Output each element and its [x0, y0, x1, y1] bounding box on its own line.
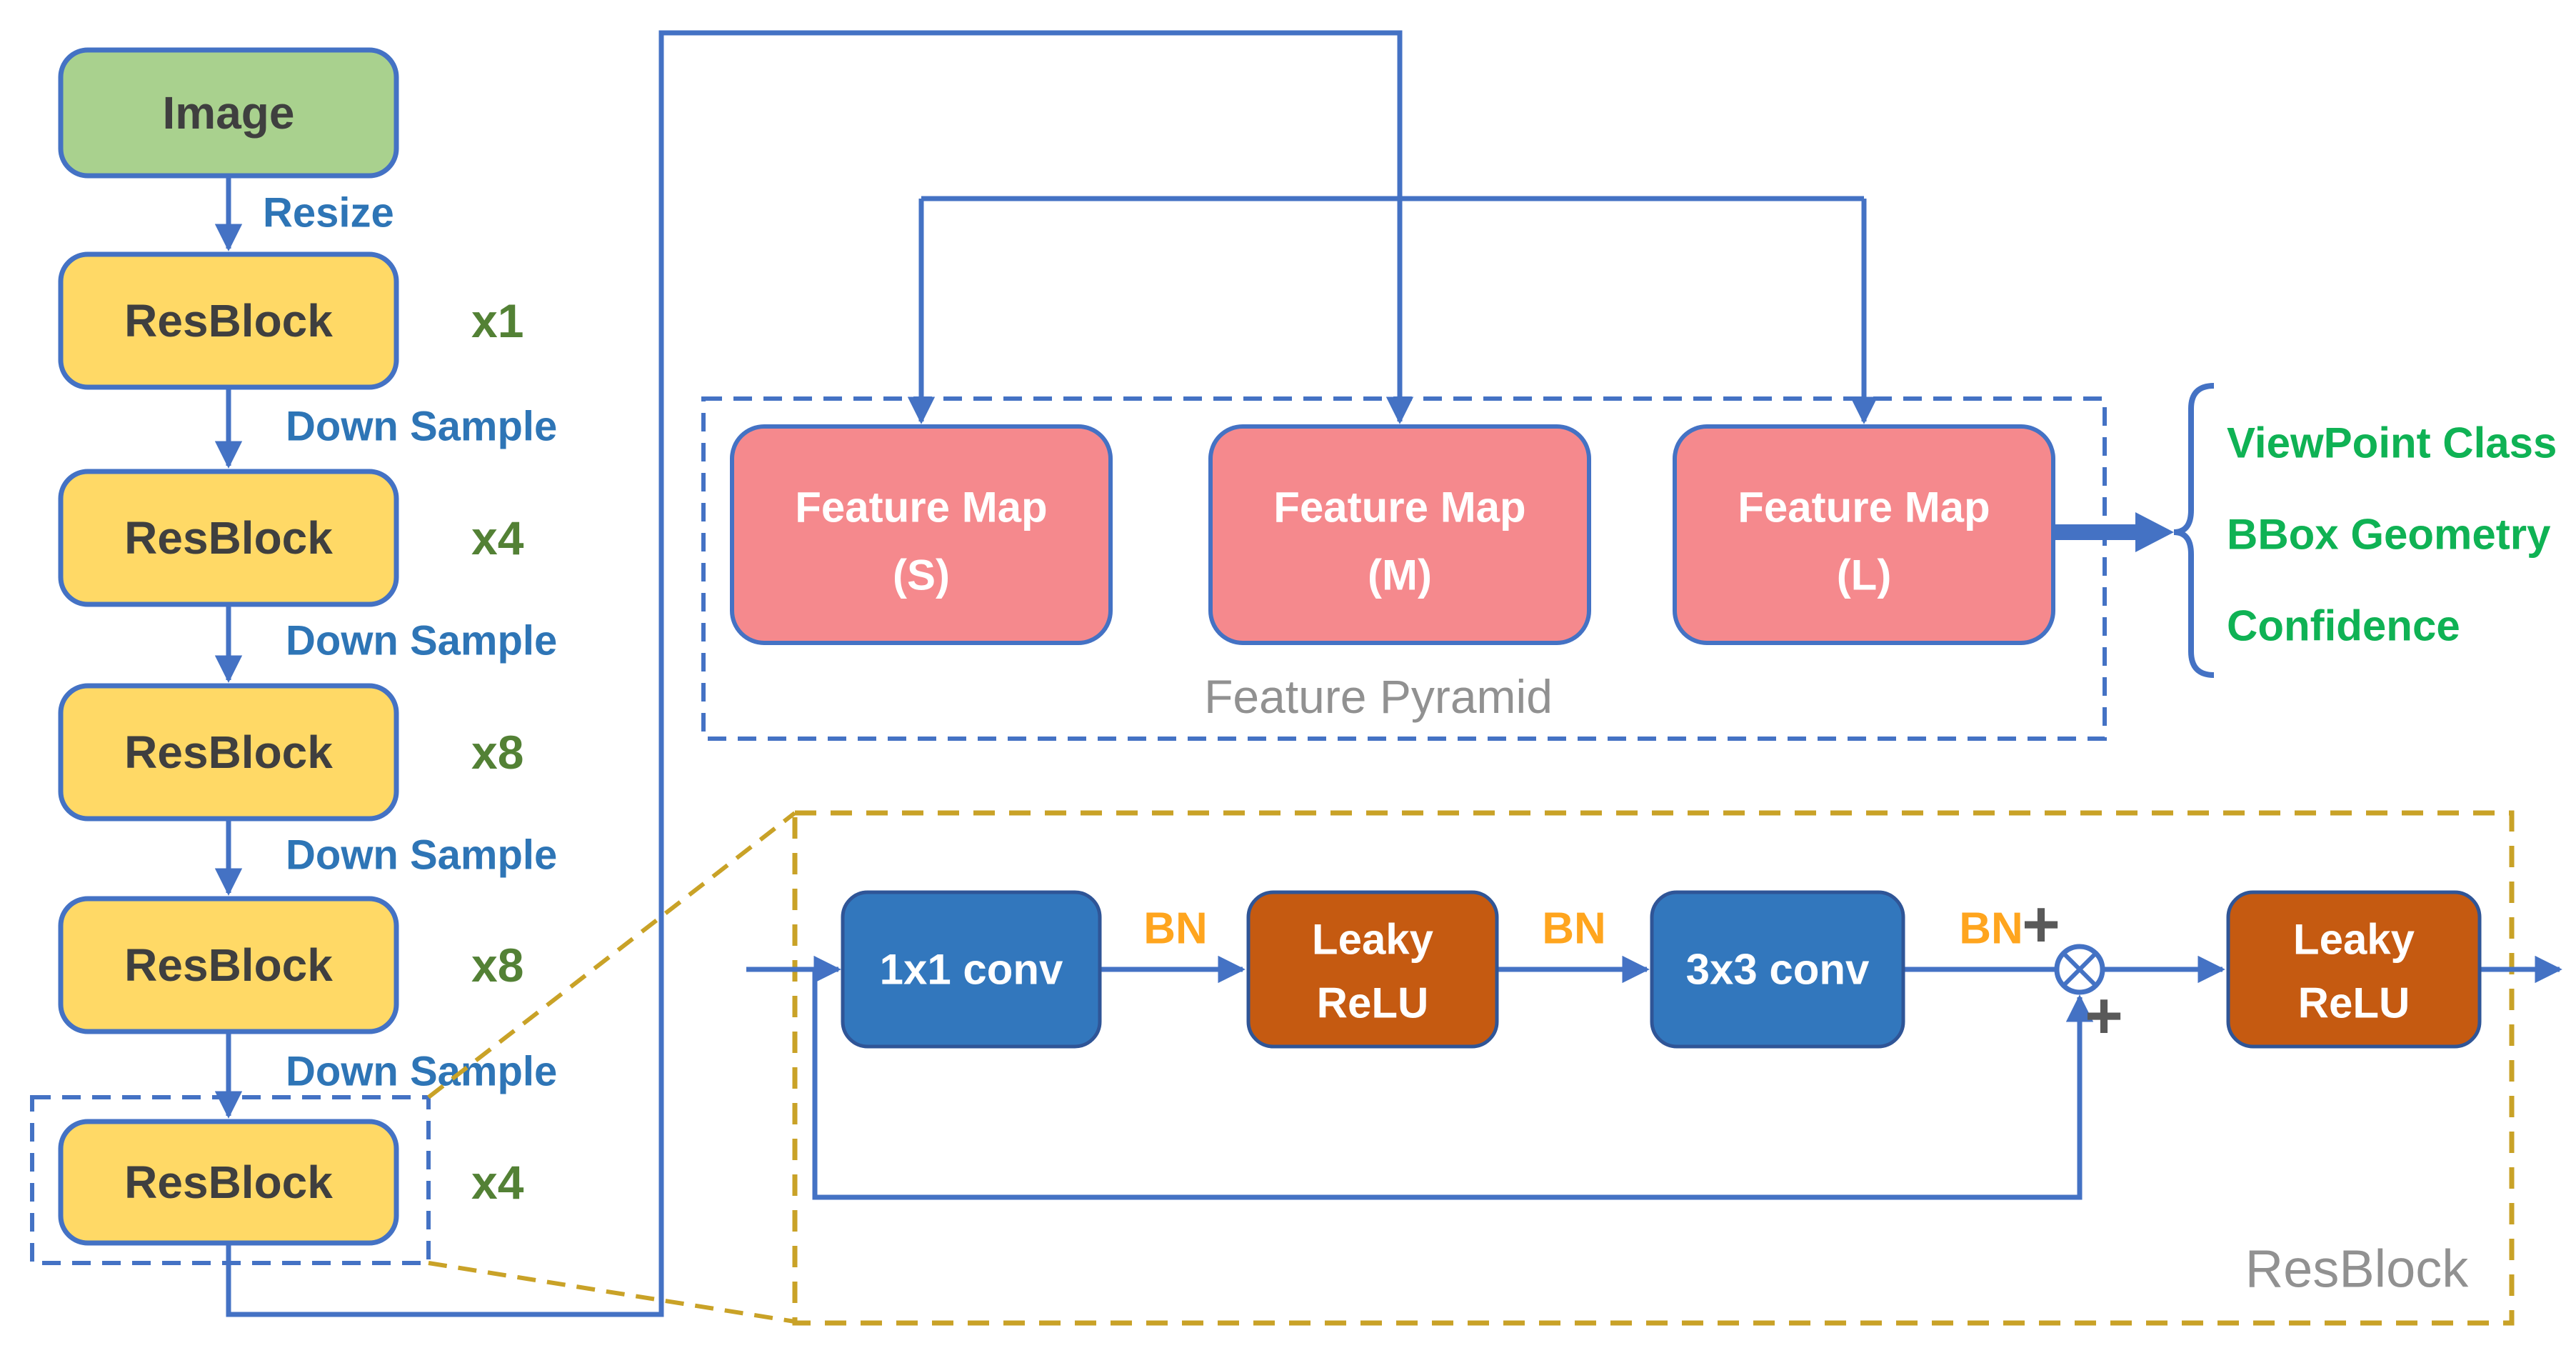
feature-map-l-size: (L): [1837, 551, 1892, 599]
resblock-detail-title: ResBlock: [2245, 1239, 2470, 1299]
resblock3-mult: x8: [471, 726, 523, 779]
explode-line-bottom: [428, 1261, 796, 1324]
add-operator-icon: [2054, 944, 2105, 995]
node-feature-map-m: Feature Map (M): [1208, 424, 1591, 645]
image-box: [58, 47, 399, 179]
node-feature-map-l: Feature Map (L): [1673, 424, 2055, 645]
resblock1-mult: x1: [471, 294, 523, 347]
node-resblock-3: ResBlock: [58, 683, 399, 822]
resblock1-box: [58, 251, 399, 390]
downsample-label-3: Down Sample: [286, 832, 557, 879]
node-resblock-1: ResBlock: [58, 251, 399, 390]
resblock3-label: ResBlock: [124, 727, 333, 778]
bn-label-3: BN: [1959, 904, 2023, 954]
bn-label-2: BN: [1542, 904, 1606, 954]
thick-output-arrow: [2053, 512, 2174, 552]
feature-pyramid-dashed-box: [701, 396, 2107, 741]
leaky-relu1-box: [1246, 890, 1499, 1049]
resblock5-label: ResBlock: [124, 1157, 333, 1208]
downsample-label-1: Down Sample: [286, 404, 557, 450]
conv3x3-box: [1650, 890, 1905, 1049]
edge-backbone-to-featuremap-m: [226, 30, 1414, 1317]
conv1x1-box: [841, 890, 1102, 1049]
node-resblock-2: ResBlock: [58, 469, 399, 607]
resblock4-label: ResBlock: [124, 939, 333, 991]
feature-map-m-name: Feature Map: [1273, 484, 1525, 531]
node-image: Image: [58, 47, 399, 179]
resblock4-box: [58, 896, 399, 1034]
explode-line-top: [427, 811, 796, 1099]
resblock-detail-dashed-box: [792, 810, 2515, 1326]
conv3x3-label: 3x3 conv: [1686, 946, 1870, 994]
leaky-relu2-line1: Leaky: [2293, 916, 2415, 964]
output-confidence: Confidence: [2227, 602, 2460, 650]
resblock3-box: [58, 683, 399, 822]
feature-map-m-size: (M): [1368, 551, 1432, 599]
output-bbox-geometry: BBox Geometry: [2227, 511, 2551, 559]
resblock5-dashed-outline: [30, 1095, 431, 1265]
resblock5-box: [58, 1119, 399, 1246]
leaky-relu1-line1: Leaky: [1312, 916, 1434, 964]
conv1x1-label: 1x1 conv: [880, 946, 1063, 994]
feature-map-s-box: [730, 424, 1113, 645]
feature-map-s-name: Feature Map: [795, 484, 1047, 531]
output-brace: [2173, 383, 2215, 678]
plus-label-1: +: [2022, 888, 2060, 961]
resblock4-mult: x8: [471, 939, 523, 992]
node-resblock-4: ResBlock: [58, 896, 399, 1034]
feature-map-l-name: Feature Map: [1738, 484, 1990, 531]
output-viewpoint-class: ViewPoint Class: [2227, 419, 2557, 467]
plus-label-2: +: [2085, 979, 2123, 1052]
feature-map-m-box: [1208, 424, 1591, 645]
downsample-label-4: Down Sample: [286, 1049, 557, 1095]
node-resblock-5: ResBlock: [58, 1119, 399, 1246]
feature-map-s-size: (S): [893, 551, 950, 599]
downsample-label-2: Down Sample: [286, 618, 557, 664]
resblock2-label: ResBlock: [124, 512, 333, 564]
resblock5-mult: x4: [471, 1156, 524, 1209]
add-cross: [2062, 952, 2098, 987]
leaky-relu1-line2: ReLU: [1317, 979, 1429, 1027]
resize-label: Resize: [263, 190, 394, 236]
image-label: Image: [163, 87, 295, 139]
edge-skip-connection: [812, 969, 2094, 1200]
bn-label-1: BN: [1143, 904, 1208, 954]
leaky-relu2-line2: ReLU: [2298, 979, 2410, 1027]
resblock2-mult: x4: [471, 511, 524, 564]
feature-pyramid-title: Feature Pyramid: [1204, 670, 1553, 723]
node-conv1x1: 1x1 conv: [841, 890, 1102, 1049]
resblock2-box: [58, 469, 399, 607]
node-feature-map-s: Feature Map (S): [730, 424, 1113, 645]
leaky-relu2-box: [2226, 890, 2482, 1049]
node-leaky-relu-1: Leaky ReLU: [1246, 890, 1499, 1049]
node-conv3x3: 3x3 conv: [1650, 890, 1905, 1049]
resblock1-label: ResBlock: [124, 295, 333, 346]
feature-map-l-box: [1673, 424, 2055, 645]
node-leaky-relu-2: Leaky ReLU: [2226, 890, 2482, 1049]
